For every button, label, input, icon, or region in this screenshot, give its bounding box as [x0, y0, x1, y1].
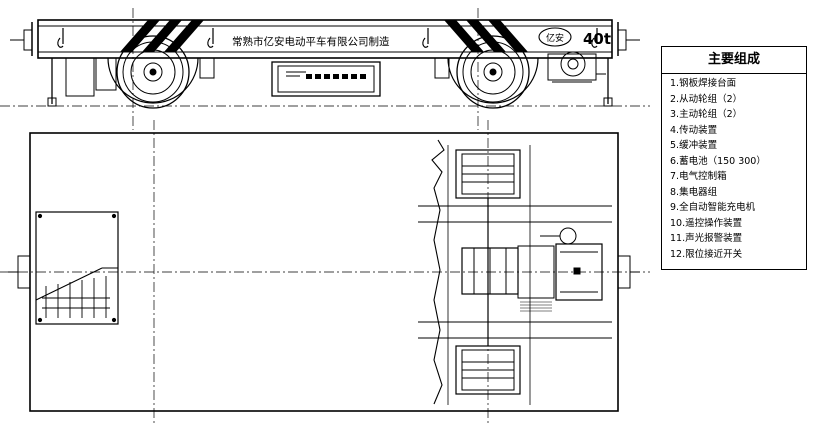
electrical-panel [35, 211, 119, 325]
plan-wheel-top [455, 149, 521, 199]
legend-item: 9.全自动智能充电机 [670, 202, 756, 213]
plan-view [0, 120, 650, 425]
legend-table: 主要组成 1.钢板焊接台面 2.从动轮组（2） 3.主动轮组（2） 4.传动装置… [661, 46, 807, 270]
left-wheel [107, 35, 199, 109]
legend-item: 10.遥控操作装置 [670, 217, 743, 229]
side-elevation: 常熟市亿安电动平车有限公司制造 亿安 40t [0, 8, 650, 130]
legend-list: 1.钢板焊接台面 2.从动轮组（2） 3.主动轮组（2） 4.传动装置 5.缓冲… [662, 74, 806, 262]
legend-item: 6.蓄电池（150 300） [670, 155, 766, 167]
title-plate: 常熟市亿安电动平车有限公司制造 [232, 35, 390, 48]
legend-item: 7.电气控制箱 [670, 171, 727, 182]
legend-item: 11.声光报警装置 [670, 233, 743, 244]
control-box [271, 61, 381, 97]
plan-drive-assembly [461, 227, 603, 312]
legend-title: 主要组成 [662, 47, 806, 74]
legend-item: 2.从动轮组（2） [670, 93, 743, 105]
logo-badge [538, 27, 572, 47]
legend-item: 8.集电器组 [670, 186, 718, 198]
legend-item: 5.缓冲装置 [670, 140, 718, 151]
legend-item: 4.传动装置 [670, 124, 718, 136]
right-wheel [447, 35, 539, 109]
legend-item: 3.主动轮组（2） [670, 109, 743, 120]
capacity-label: 40t [583, 30, 611, 48]
drive-motor [547, 51, 606, 83]
platform-deck [37, 19, 613, 59]
legend-item: 1.钢板焊接台面 [670, 78, 737, 89]
legend-item: 12.限位接近开关 [670, 248, 743, 260]
logo-badge-text: 亿安 [546, 32, 564, 44]
